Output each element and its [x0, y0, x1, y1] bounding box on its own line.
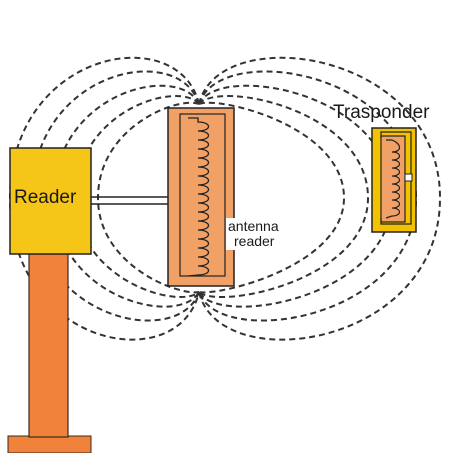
field-line-right [198, 101, 346, 294]
reader-label: Reader [14, 187, 77, 208]
antenna-inner-frame [179, 113, 226, 277]
field-line-right [198, 70, 418, 322]
antenna-label-line2: reader [234, 232, 275, 249]
antenna-label-line1: antenna [228, 218, 279, 234]
transponder-inner-panel [380, 135, 406, 223]
transponder-chip [404, 173, 413, 182]
field-line-right [198, 95, 370, 299]
reader-stand-base [7, 435, 92, 453]
transponder-coil [385, 139, 401, 219]
antenna-panel [167, 107, 235, 287]
reader-box [9, 147, 92, 255]
antenna-coil [187, 117, 210, 277]
transponder-label: Trasponder [333, 102, 430, 123]
antenna-reader-label: antenna reader [226, 218, 281, 251]
reader-stand-pole [28, 252, 69, 438]
field-line-left [96, 101, 200, 294]
